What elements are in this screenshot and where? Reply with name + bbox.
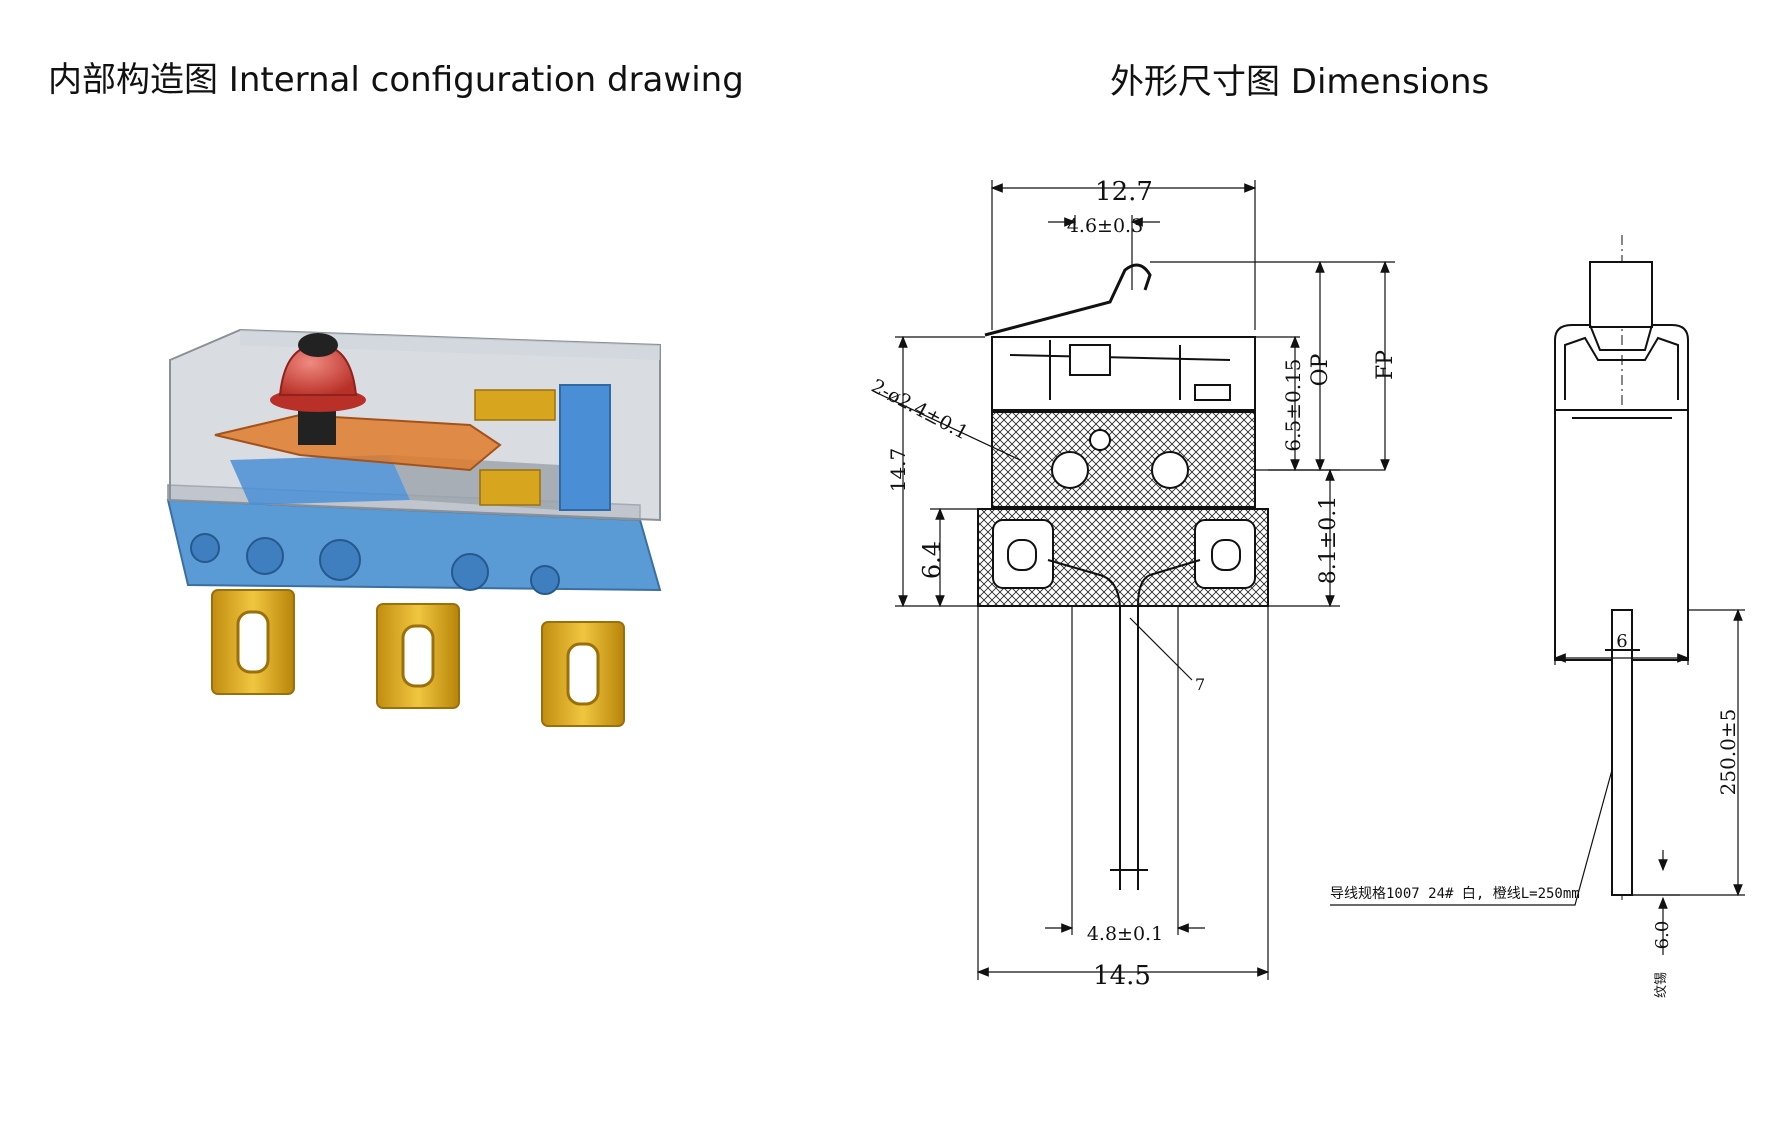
dim-fp-label: FP [1373,350,1398,380]
dim-strip-length: 6.0 [1652,921,1673,950]
dim-width-body: 12.7 [1095,177,1153,207]
dim-side-width: 6 [1616,631,1627,652]
dimensions-title: 外形尺寸图 Dimensions [1110,62,1490,102]
dim-holes: 2-ø2.4±0.1 [868,375,972,444]
side-dimension-lines [1330,608,1745,955]
front-view-drawing [977,263,1269,890]
dim-strip-label: 纹锡 [1654,972,1669,998]
dim-wire-length: 250.0±5 [1716,709,1740,796]
dim-op-label: OP [1308,353,1333,386]
dim-op-value: 6.5±0.15 [1281,358,1305,451]
dim-actuator-offset: 4.6±0.3 [1067,215,1143,237]
wire-spec-note: 导线规格1007 24# 白, 橙线L=250mm [1330,886,1580,902]
dim-total-height: 14.7 [886,448,910,493]
dim-wire-pitch: 4.8±0.1 [1087,923,1163,945]
side-view-drawing [1554,235,1689,900]
internal-drawing-title: 内部构造图 Internal configuration drawing [48,60,744,100]
dim-width-base: 14.5 [1093,961,1151,991]
front-dimension-lines [874,180,1395,980]
leader-number-7: 7 [1195,675,1205,694]
switch-3d-illustration [166,328,662,727]
gold-terminals [211,589,625,727]
dim-lower-height: 8.1±0.1 [1316,496,1341,584]
dim-base-height: 6.4 [918,541,946,579]
